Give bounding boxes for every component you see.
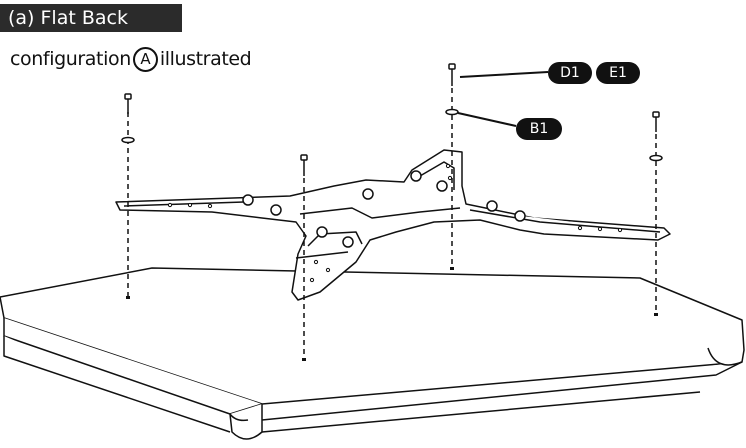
- screw-center-right: [448, 63, 456, 86]
- configuration-letter-badge: A: [132, 47, 158, 72]
- washer-front-left: [121, 136, 135, 144]
- bracket-holes: [167, 163, 623, 283]
- washer-center-right: [445, 108, 459, 116]
- screw-back-right: [652, 111, 660, 132]
- bracket-nuts: [242, 170, 526, 248]
- configuration-suffix: illustrated: [159, 48, 252, 70]
- washer-back-right: [649, 154, 663, 162]
- tv-back-panel: [0, 267, 745, 440]
- title-banner: (a) Flat Back: [0, 4, 182, 32]
- callout-e1: E1: [596, 62, 640, 84]
- callout-b1: B1: [516, 118, 562, 140]
- callout-d1: D1: [548, 62, 592, 84]
- screw-front-left: [124, 93, 132, 114]
- callout-leader-lines: [457, 71, 549, 127]
- configuration-prefix: configuration: [10, 48, 131, 70]
- section-title: (a) Flat Back: [8, 7, 128, 29]
- screw-center-left: [300, 154, 308, 176]
- panel-hole-marks: [126, 267, 658, 361]
